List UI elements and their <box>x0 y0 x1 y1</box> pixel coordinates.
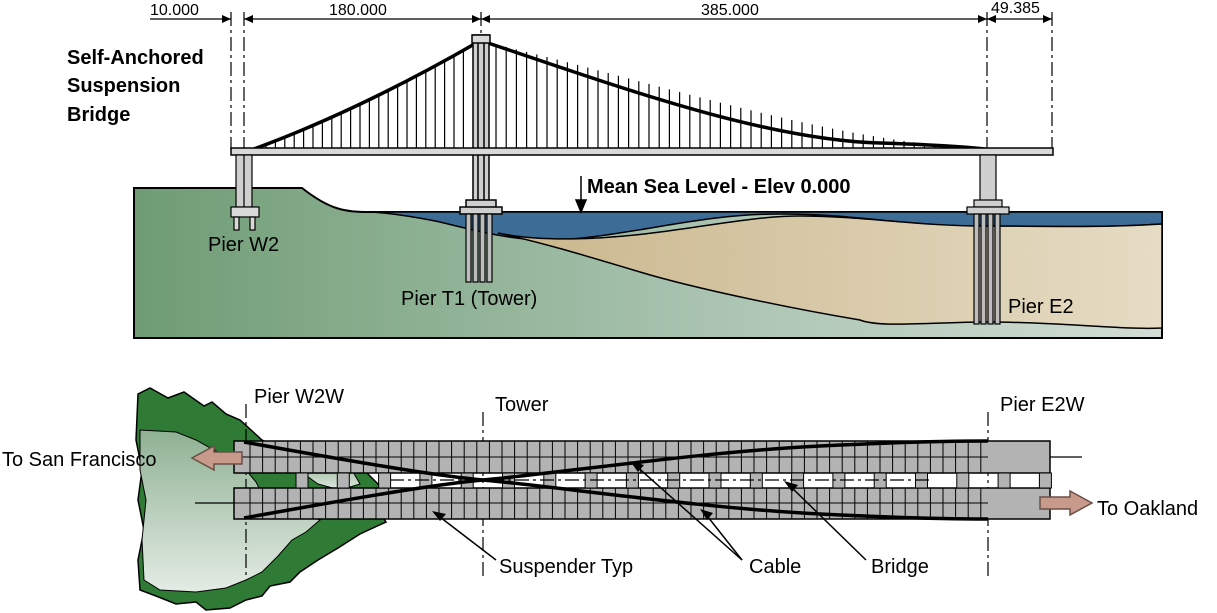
pier-e2 <box>966 154 1010 215</box>
dimension-label-10: 10.000 <box>150 2 199 19</box>
label-pier-e2: Pier E2 <box>1008 296 1074 318</box>
cross-beam <box>378 472 392 489</box>
dimension-label-385: 385.000 <box>701 2 759 19</box>
elevation-suspenders <box>265 44 966 148</box>
dimension-line <box>150 12 1053 150</box>
label-to-oakland: To Oakland <box>1097 498 1198 520</box>
tower-t1 <box>459 34 503 215</box>
leader-lines <box>435 463 867 561</box>
label-to-san-francisco: To San Francisco <box>2 449 157 471</box>
dimension-label-180: 180.000 <box>329 2 387 19</box>
diagram-title-line-2: Suspension <box>67 75 180 97</box>
plan-cables <box>243 439 989 521</box>
label-pier-e2w: Pier E2W <box>1000 394 1085 416</box>
cross-beam <box>295 472 309 489</box>
arrow-to-san-francisco <box>190 444 243 472</box>
label-pier-t1: Pier T1 (Tower) <box>401 288 537 310</box>
arrow-to-oakland <box>1039 489 1094 517</box>
pier-w2 <box>230 154 260 231</box>
pier-e2-piles <box>973 213 1001 325</box>
label-suspender-typ: Suspender Typ <box>499 556 633 578</box>
cross-beam <box>956 472 970 489</box>
dimension-arrows <box>222 15 1052 23</box>
label-pier-w2w: Pier W2W <box>254 386 344 408</box>
plan-axis-lines <box>195 456 1082 504</box>
sea-level-marker <box>574 176 588 214</box>
dimension-label-49: 49.385 <box>991 0 1040 17</box>
diagram-title-line-1: Self-Anchored <box>67 47 204 69</box>
leader-arrowheads <box>432 461 798 521</box>
plan-suspender-grid <box>234 441 988 519</box>
pier-t1-piles <box>465 213 493 283</box>
cross-beam <box>997 472 1011 489</box>
cross-beam <box>1038 472 1052 489</box>
label-cable: Cable <box>749 556 801 578</box>
elevation-main-cable <box>253 40 986 151</box>
cross-beam <box>336 472 350 489</box>
diagram-title-line-3: Bridge <box>67 104 130 126</box>
label-bridge: Bridge <box>871 556 929 578</box>
sea-level-label: Mean Sea Level - Elev 0.000 <box>587 176 851 198</box>
label-pier-w2: Pier W2 <box>208 234 279 256</box>
label-tower: Tower <box>495 394 549 416</box>
elevation-deck <box>230 147 1054 156</box>
